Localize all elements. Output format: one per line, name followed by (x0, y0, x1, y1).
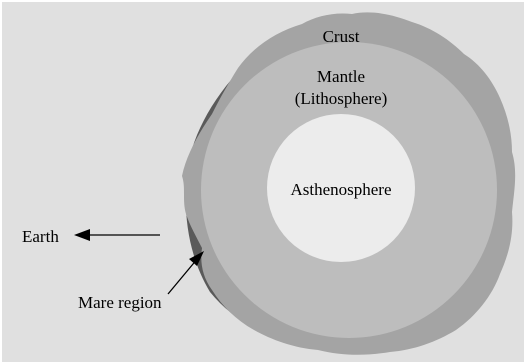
asthenosphere-label: Asthenosphere (290, 180, 392, 199)
lithosphere-label: (Lithosphere) (294, 89, 388, 108)
earth-arrow-head (74, 229, 90, 241)
crust-label: Crust (322, 27, 360, 46)
mare-region-label: Mare region (78, 293, 162, 312)
asthenosphere-layer (267, 114, 415, 262)
earth-label: Earth (22, 227, 59, 246)
mare-pointer-line (167, 257, 199, 295)
mantle-label: Mantle (316, 67, 366, 86)
mare-pointer-head (189, 251, 204, 266)
